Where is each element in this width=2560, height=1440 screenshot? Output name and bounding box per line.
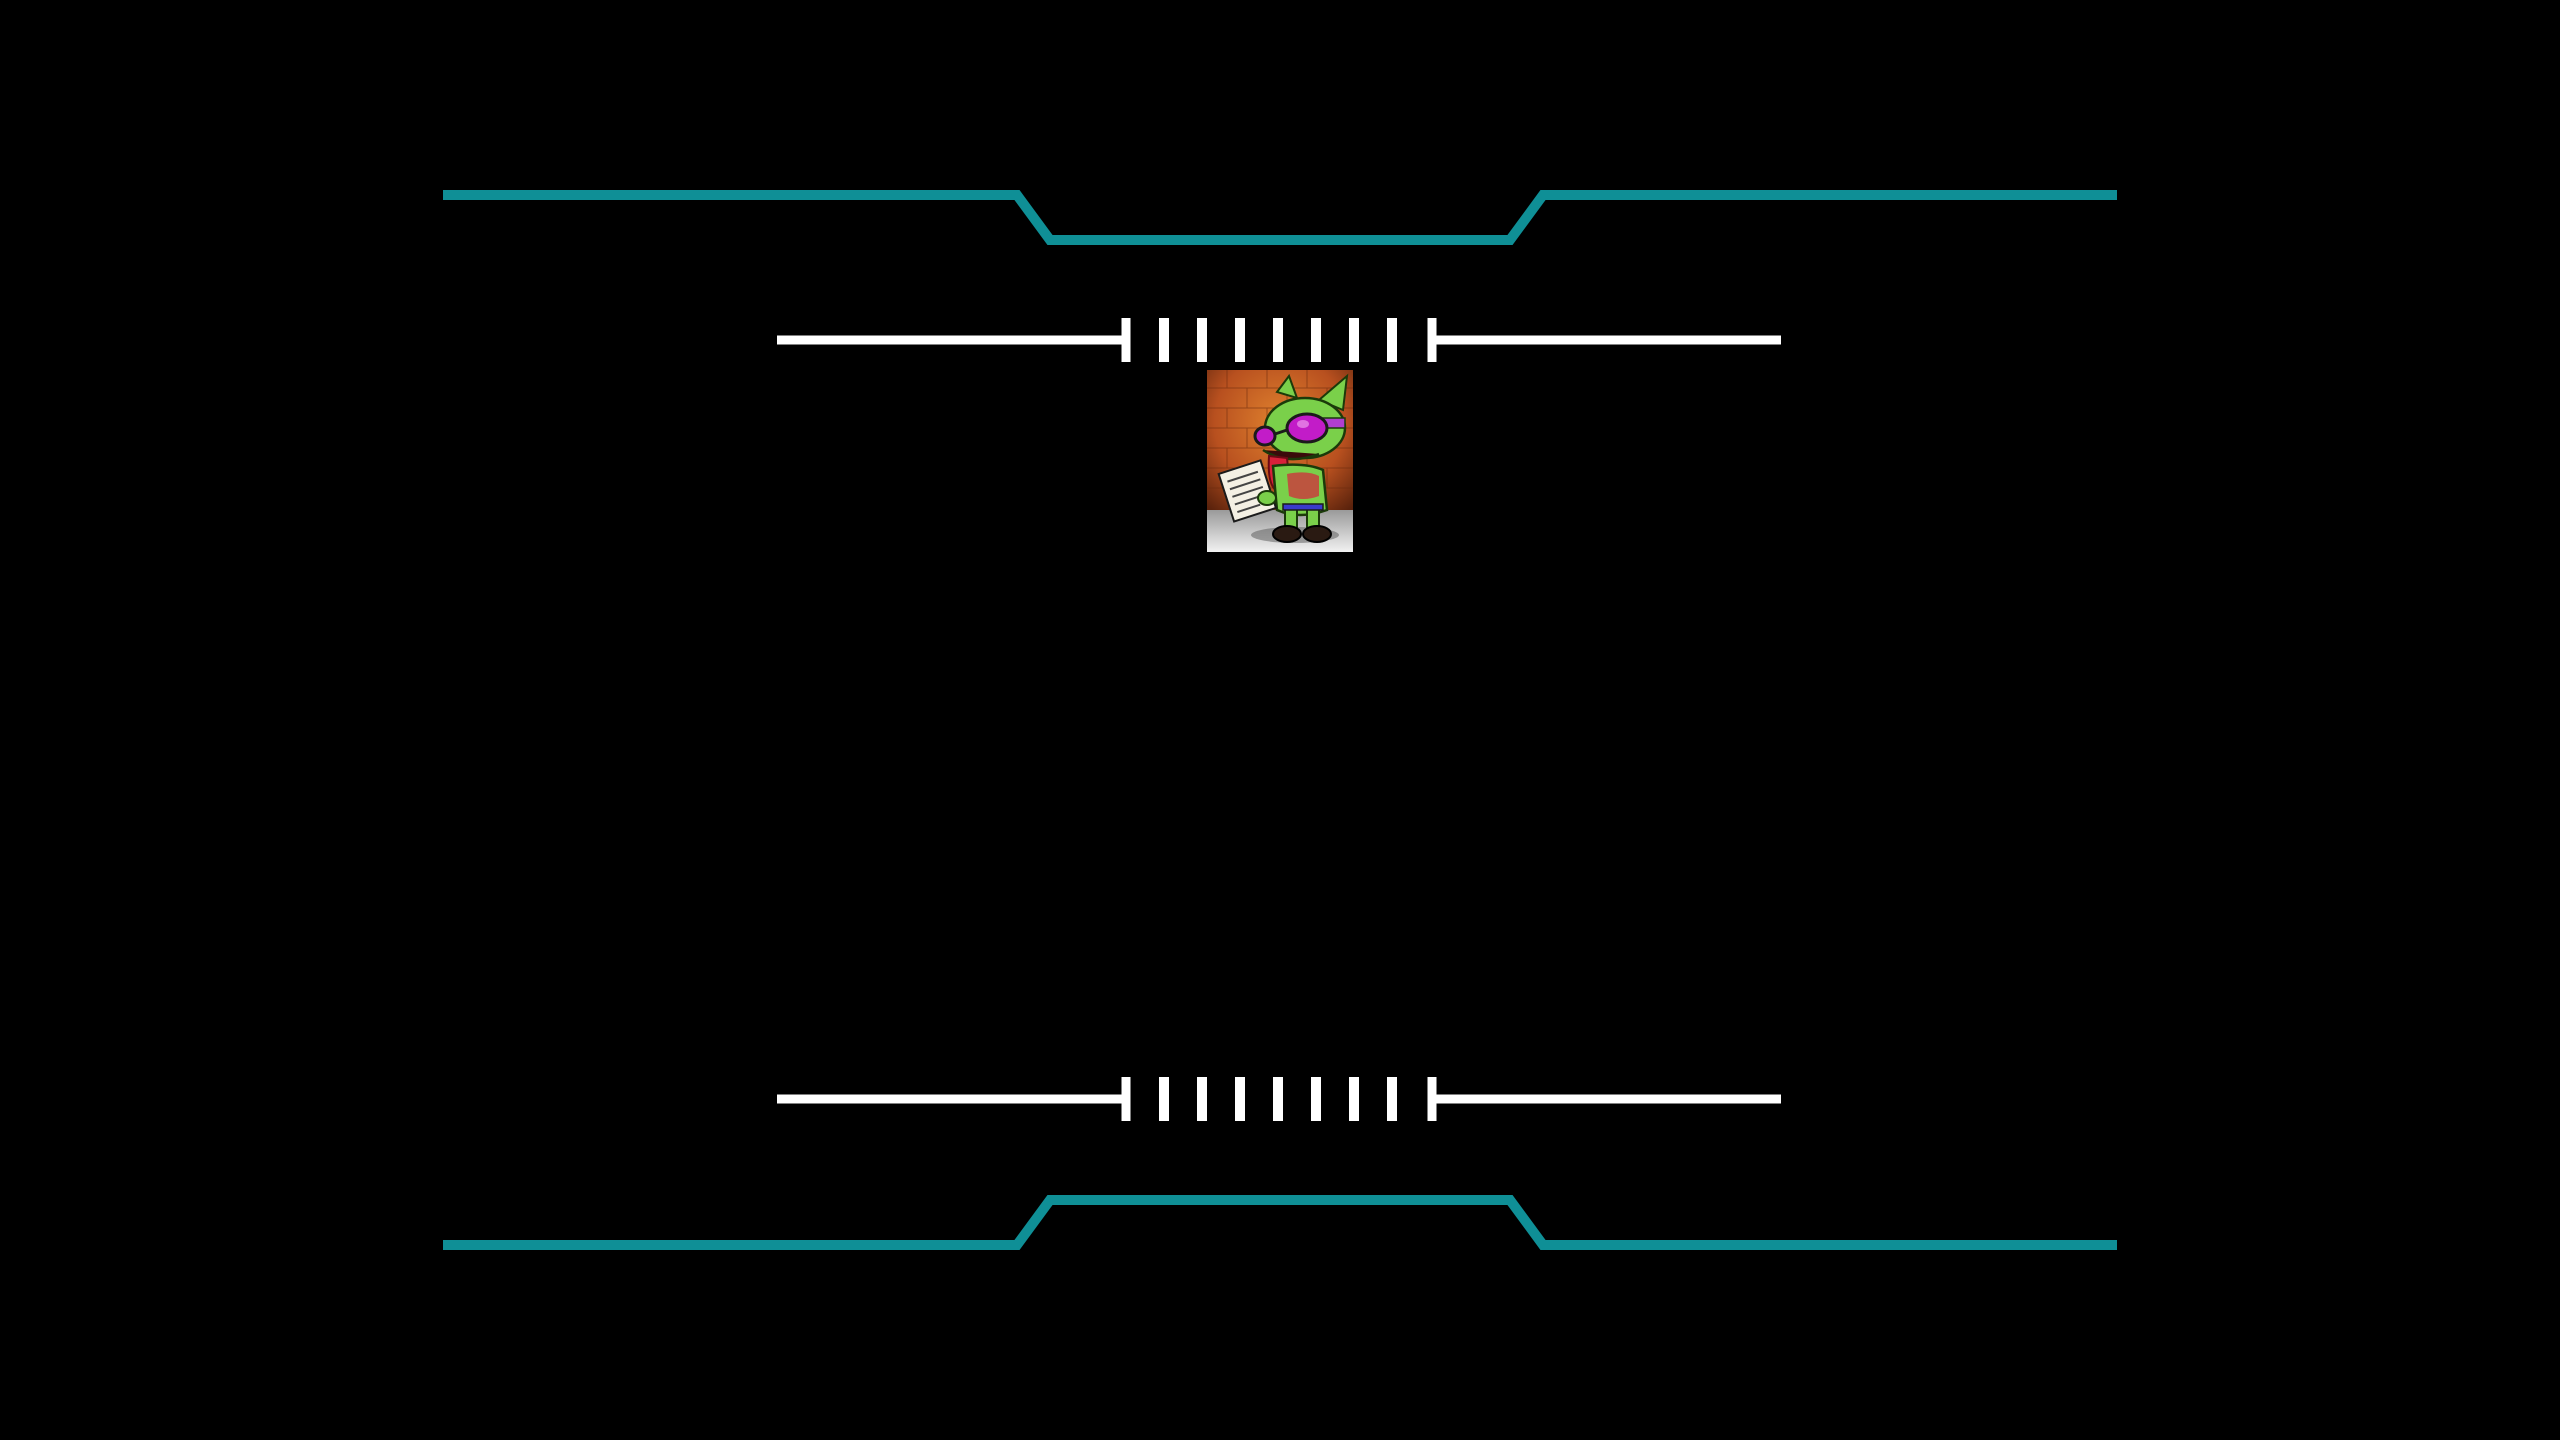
bottom-tick: [1273, 1077, 1283, 1121]
top-tick: [1273, 318, 1283, 362]
top-tick: [1197, 318, 1207, 362]
top-tick: [1311, 318, 1321, 362]
bottom-tick: [1235, 1077, 1245, 1121]
bottom-frame-line: [443, 1195, 2117, 1250]
top-bracket-ticks: [1159, 318, 1397, 362]
bottom-tick: [1159, 1077, 1169, 1121]
top-tick: [1387, 318, 1397, 362]
creature-avatar-icon: [1207, 370, 1353, 552]
bottom-tick: [1349, 1077, 1359, 1121]
bottom-bracket: [777, 1077, 1781, 1121]
profile-avatar-image: [1207, 370, 1353, 552]
top-tick: [1159, 318, 1169, 362]
bottom-tick: [1197, 1077, 1207, 1121]
top-tick: [1349, 318, 1359, 362]
bottom-tick: [1311, 1077, 1321, 1121]
dotted-light-streaks: [0, 98, 2560, 1333]
bottom-bracket-ticks: [1159, 1077, 1397, 1121]
top-tick: [1235, 318, 1245, 362]
top-bracket: [777, 318, 1781, 362]
top-frame-line: [443, 190, 2117, 245]
bottom-tick: [1387, 1077, 1397, 1121]
